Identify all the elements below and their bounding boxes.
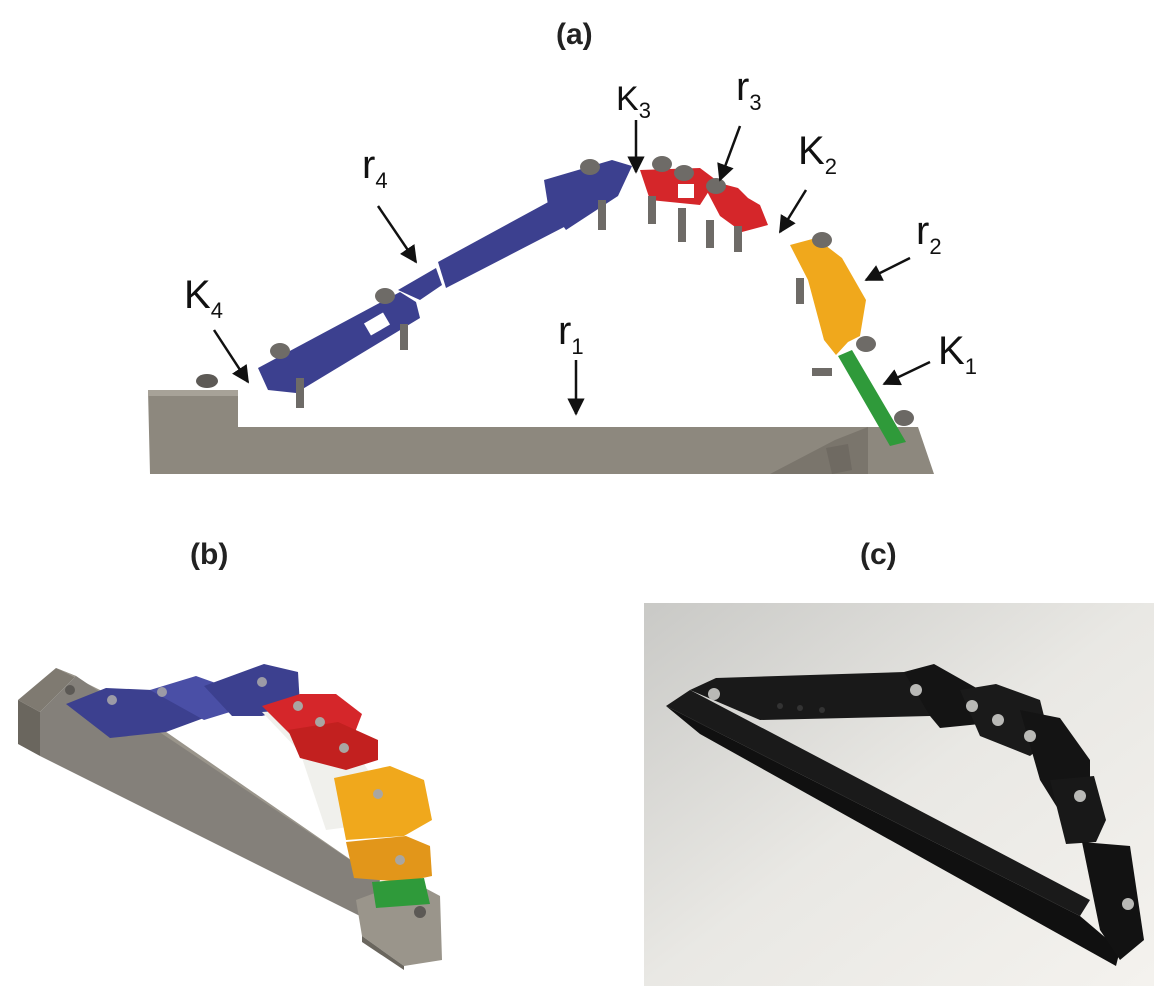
screw-icon [894,410,914,426]
flexure-k1-green [838,350,906,446]
annotation-k2: K2 [778,129,837,234]
link-r2-orange [790,238,866,355]
annotation-r2: r2 [864,209,942,282]
screw-icon [270,159,606,408]
annotation-r1: r1 [558,309,585,416]
panel-c-label: (c) [860,538,897,571]
svg-text:r3: r3 [736,65,762,115]
svg-text:r4: r4 [362,143,388,193]
panel-b-render [18,664,442,970]
screw-icon [648,156,742,252]
annotation-k3: K3 [616,80,651,174]
panel-c-photo [644,603,1154,986]
panel-a-label: (a) [556,18,593,51]
base-link-r1 [148,390,934,474]
svg-text:r2: r2 [916,209,942,259]
svg-text:K4: K4 [184,273,223,323]
annotation-k1: K1 [882,329,977,386]
screw-icon [796,232,876,376]
svg-text:r1: r1 [558,309,584,359]
screw-icon [196,374,218,388]
annotation-r3: r3 [717,65,762,182]
annotation-r4: r4 [362,143,418,264]
svg-text:K2: K2 [798,129,837,179]
svg-text:K3: K3 [616,80,651,123]
annotation-k4: K4 [184,273,250,384]
panel-b-label: (b) [190,538,228,571]
panel-a-mechanism [148,156,934,474]
svg-text:K1: K1 [938,329,977,379]
link-r4-blue [258,160,632,393]
link-r3-red [640,168,768,232]
